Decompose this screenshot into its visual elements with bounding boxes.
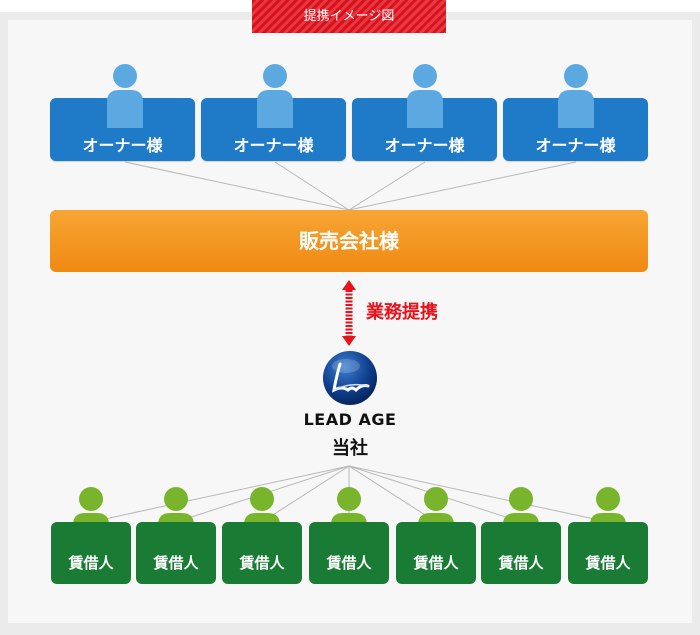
renter-label: 賃借人 (413, 554, 459, 572)
business-partnership-label: 業務提携 (366, 302, 438, 323)
renter-box-1: 賃借人 (51, 522, 131, 584)
connector-renter-7 (348, 465, 609, 523)
renter-box-6: 賃借人 (481, 522, 561, 584)
owner-label: オーナー様 (233, 136, 314, 155)
connector-renter-5 (348, 465, 437, 523)
renter-label: 賃借人 (326, 554, 372, 572)
owner-person-icon (107, 64, 143, 128)
renter-box-5: 賃借人 (396, 522, 476, 584)
owner-person-icon (407, 64, 443, 128)
renter-box-3: 賃借人 (222, 522, 302, 584)
connector-owner-2 (274, 161, 350, 211)
renter-box-4: 賃借人 (309, 522, 389, 584)
company-label: 当社 (332, 438, 368, 459)
owner-person-icon (257, 64, 293, 128)
connector-owner-3 (348, 161, 426, 211)
renter-box-2: 賃借人 (136, 522, 216, 584)
renter-label: 賃借人 (153, 554, 199, 572)
sales-company-box: 販売会社様 (50, 210, 648, 272)
connector-renter-1 (90, 465, 350, 523)
connector-renter-3 (261, 465, 350, 523)
company-name: LEAD AGE (303, 410, 397, 429)
owner-label: オーナー様 (82, 136, 163, 155)
owner-label: オーナー様 (384, 136, 465, 155)
connector-owner-4 (348, 161, 577, 211)
lead-age-logo-icon (323, 351, 377, 405)
owner-person-icon (558, 64, 594, 128)
renter-label: 賃借人 (239, 554, 285, 572)
renter-box-7: 賃借人 (568, 522, 648, 584)
diagram-title-tag: 提携イメージ図 (252, 0, 446, 33)
connector-owner-1 (124, 161, 350, 211)
renter-label: 賃借人 (585, 554, 631, 572)
owner-label: オーナー様 (535, 136, 616, 155)
renter-label: 賃借人 (68, 554, 114, 572)
renter-label: 賃借人 (498, 554, 544, 572)
partnership-arrow (342, 280, 356, 346)
